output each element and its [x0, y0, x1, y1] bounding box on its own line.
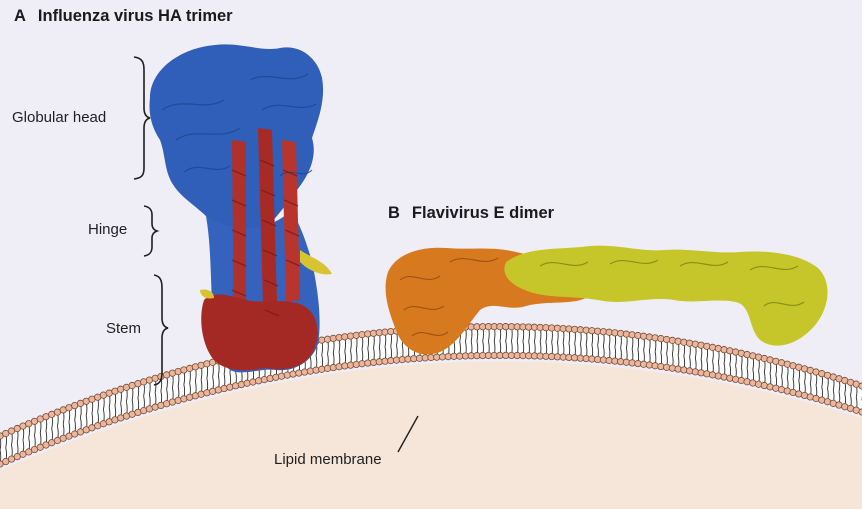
lipid-headgroup: [295, 369, 303, 377]
lipid-headgroup: [283, 371, 291, 379]
lipid-headgroup: [323, 364, 332, 372]
lipid-headgroup: [674, 365, 682, 373]
lipid-headgroup: [760, 354, 768, 363]
lipid-headgroup: [708, 343, 717, 351]
lipid-headgroup: [318, 365, 326, 373]
lipid-headgroup: [697, 341, 705, 349]
lipid-headgroup: [260, 375, 268, 384]
lipid-headgroup: [697, 369, 705, 377]
lipid-headgroup: [272, 373, 280, 381]
lipid-headgroup: [220, 384, 228, 393]
lipid-headgroup: [749, 352, 757, 360]
lipid-headgroup: [777, 386, 786, 394]
lipid-headgroup: [663, 363, 671, 371]
lipid-headgroup: [714, 344, 722, 353]
lipid-headgroup: [323, 335, 332, 343]
ha-accent-strand-2: [200, 289, 214, 299]
lipid-headgroup: [726, 347, 734, 355]
lipid-headgroup: [754, 380, 763, 388]
label-stem: Stem: [106, 320, 142, 337]
e-dimer-structure: [385, 245, 828, 355]
lipid-headgroup: [214, 386, 222, 394]
lipid-headgroup: [318, 336, 326, 344]
lipid-headgroup: [266, 374, 274, 383]
lipid-headgroup: [685, 367, 694, 375]
cell-interior: [0, 361, 862, 509]
lipid-headgroup: [329, 363, 337, 372]
lipid-headgroups-inner: [0, 351, 862, 468]
ha-helix-base: [201, 294, 318, 371]
lipid-headgroup: [226, 383, 234, 391]
ha-helix-2: [258, 128, 278, 340]
lipid-headgroup: [720, 346, 728, 354]
lipid-headgroup: [737, 349, 745, 357]
lipid-headgroup: [306, 367, 314, 375]
lipid-headgroup: [685, 339, 694, 347]
label-lipid-membrane: Lipid membrane: [274, 451, 382, 468]
lipid-headgroup: [766, 383, 774, 391]
lipid-headgroup: [772, 384, 780, 392]
lipid-headgroup: [720, 373, 728, 381]
lipid-headgroup: [329, 334, 337, 343]
lipid-bilayer-band: [0, 326, 862, 464]
label-globular-head: Globular head: [12, 109, 107, 126]
lipid-headgroup: [731, 375, 740, 383]
brace-stem: [153, 274, 169, 386]
lipid-headgroup: [657, 335, 665, 343]
lipid-headgroup: [312, 366, 320, 374]
membrane-leader-line: [397, 415, 419, 453]
lipid-headgroup: [243, 379, 251, 387]
lipid-headgroup: [691, 340, 699, 348]
lipid-headgroup: [232, 382, 240, 390]
brace-globular-head: [133, 56, 151, 180]
lipid-headgroup: [708, 371, 717, 379]
lipid-headgroup: [754, 353, 763, 361]
ha-helix-1: [232, 140, 246, 332]
lipid-headgroup: [663, 335, 671, 344]
e-monomer-yellow: [504, 245, 828, 346]
lipid-headgroup: [760, 381, 768, 390]
lipid-headgroup: [289, 370, 297, 378]
panel-b-title-text: Flavivirus E dimer: [411, 204, 555, 222]
panel-a-title: A Influenza virus HA trimer: [14, 7, 233, 26]
lipid-headgroup: [743, 350, 751, 359]
panel-a-title-text: Influenza virus HA trimer: [37, 7, 233, 25]
lipid-headgroup: [749, 379, 757, 387]
lipid-headgroup: [766, 356, 774, 364]
lipid-headgroup: [209, 387, 217, 395]
lipid-headgroup: [674, 337, 682, 345]
lipid-headgroup: [277, 372, 286, 380]
brace-hinge: [143, 205, 160, 257]
lipid-headgroup: [668, 336, 676, 344]
lipid-headgroup: [668, 364, 676, 372]
lipid-headgroup: [680, 366, 688, 374]
lipid-headgroup: [714, 372, 722, 380]
panel-a-letter: A: [14, 7, 26, 25]
panel-b-letter: B: [388, 204, 400, 222]
lipid-headgroup: [726, 374, 734, 382]
lipid-headgroup: [237, 380, 245, 389]
lipid-headgroup: [737, 376, 745, 385]
lipid-headgroup: [743, 378, 751, 386]
lipid-headgroup: [249, 378, 257, 386]
lipid-headgroup: [651, 334, 659, 342]
region-braces: [133, 56, 169, 386]
ha-accent-strand: [300, 250, 332, 275]
lipid-headgroup: [255, 377, 263, 385]
panel-b-title: B Flavivirus E dimer: [388, 204, 554, 223]
lipid-headgroup: [680, 338, 688, 346]
label-hinge: Hinge: [88, 221, 128, 238]
lipid-headgroup: [300, 368, 309, 376]
lipid-headgroup: [703, 370, 711, 378]
ha-trimer-structure: [149, 44, 332, 373]
lipid-headgroup: [731, 348, 740, 356]
lipid-headgroup: [691, 368, 699, 376]
lipid-headgroup: [703, 342, 711, 350]
ha-helix-3: [282, 140, 300, 302]
